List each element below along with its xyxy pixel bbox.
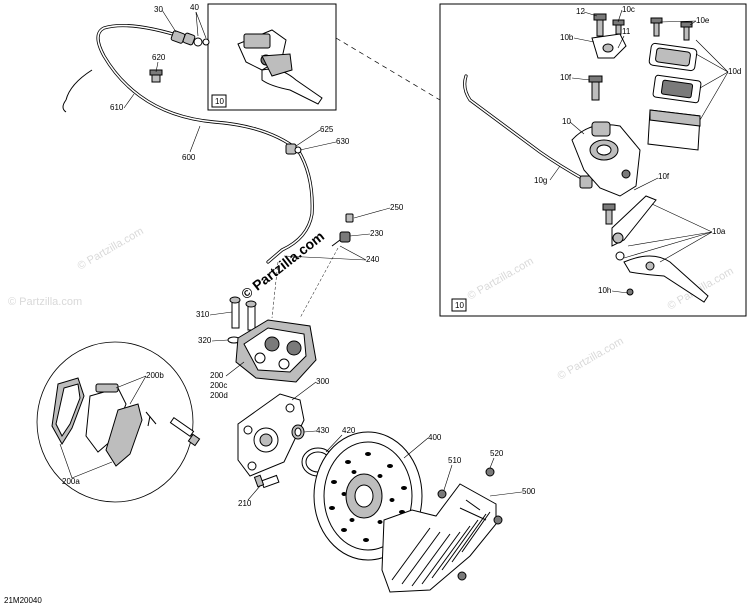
svg-text:600: 600 xyxy=(182,153,196,162)
svg-text:10e: 10e xyxy=(696,16,710,25)
svg-text:300: 300 xyxy=(316,377,330,386)
bleeder-250-230 xyxy=(331,213,354,247)
svg-text:200b: 200b xyxy=(146,371,164,380)
svg-text:40: 40 xyxy=(190,3,199,12)
detail-ref-label: 10 xyxy=(455,301,464,310)
banjo-fittings-30-40 xyxy=(170,30,210,47)
bolts-310 xyxy=(229,296,257,331)
diagram-id: 21M20040 xyxy=(4,596,42,605)
watermark-main: © Partzilla.com xyxy=(238,228,327,303)
brake-pad-kit xyxy=(36,341,201,503)
svg-text:430: 430 xyxy=(316,426,330,435)
detail-ref-box xyxy=(451,298,467,312)
svg-text:10: 10 xyxy=(562,117,571,126)
brake-lever-10a xyxy=(602,195,709,303)
brake-caliper-200 xyxy=(235,319,317,383)
detail-connector xyxy=(335,37,441,101)
svg-text:12: 12 xyxy=(576,7,585,16)
watermark-upper-left: © Partzilla.com xyxy=(76,225,146,272)
brake-line-10g xyxy=(463,74,593,189)
svg-text:610: 610 xyxy=(110,103,124,112)
brake-hose-600 xyxy=(62,23,314,264)
caliper-bracket-300 xyxy=(237,393,305,477)
svg-text:10b: 10b xyxy=(560,33,574,42)
svg-text:10a: 10a xyxy=(712,227,726,236)
screw-10f-upper xyxy=(588,75,603,101)
svg-text:230: 230 xyxy=(370,229,384,238)
svg-text:200c: 200c xyxy=(210,381,227,390)
svg-text:420: 420 xyxy=(342,426,356,435)
svg-text:10g: 10g xyxy=(534,176,547,185)
svg-text:200a: 200a xyxy=(62,477,80,486)
bolt-210 xyxy=(253,474,280,489)
svg-text:400: 400 xyxy=(428,433,442,442)
clamp-10b xyxy=(591,13,627,59)
svg-text:620: 620 xyxy=(152,53,166,62)
svg-text:10f: 10f xyxy=(658,172,670,181)
clip-620 xyxy=(149,69,163,83)
handlebar-box xyxy=(207,3,337,111)
svg-text:10c: 10c xyxy=(622,5,635,14)
handlebar-ref-box xyxy=(211,94,227,108)
master-cylinder-body xyxy=(571,121,641,197)
nuts-510 xyxy=(437,489,467,581)
svg-text:200: 200 xyxy=(210,371,224,380)
svg-text:510: 510 xyxy=(448,456,462,465)
svg-text:630: 630 xyxy=(336,137,350,146)
detail-labels: 12 10c 10e 10b 11 10d 10f 10 10g 10f 10a… xyxy=(534,5,741,295)
svg-text:200d: 200d xyxy=(210,391,228,400)
svg-text:10f: 10f xyxy=(560,73,572,82)
svg-text:520: 520 xyxy=(490,449,504,458)
handlebar-ref-label: 10 xyxy=(215,97,224,106)
svg-text:10d: 10d xyxy=(728,67,741,76)
main-labels: 30 40 620 610 600 625 630 250 230 240 31… xyxy=(59,3,536,508)
svg-text:30: 30 xyxy=(154,5,163,14)
svg-text:11: 11 xyxy=(622,27,631,36)
watermark-mid-right: © Partzilla.com xyxy=(556,335,626,382)
svg-text:10h: 10h xyxy=(598,286,611,295)
svg-text:310: 310 xyxy=(196,310,210,319)
disc-guard-500 xyxy=(381,483,497,593)
handlebar-master-cylinder xyxy=(237,29,323,105)
clip-625-630 xyxy=(285,143,302,155)
reservoir-assembly-10d xyxy=(647,17,702,151)
svg-text:240: 240 xyxy=(366,255,380,264)
guide-lines xyxy=(271,247,339,319)
watermark-left: © Partzilla.com xyxy=(8,296,82,308)
nut-430 xyxy=(291,424,305,440)
svg-text:250: 250 xyxy=(390,203,404,212)
detail-frame xyxy=(439,3,747,317)
svg-text:210: 210 xyxy=(238,499,252,508)
svg-text:625: 625 xyxy=(320,125,334,134)
svg-text:320: 320 xyxy=(198,336,212,345)
svg-text:500: 500 xyxy=(522,487,536,496)
watermark-right: © Partzilla.com xyxy=(466,255,536,302)
